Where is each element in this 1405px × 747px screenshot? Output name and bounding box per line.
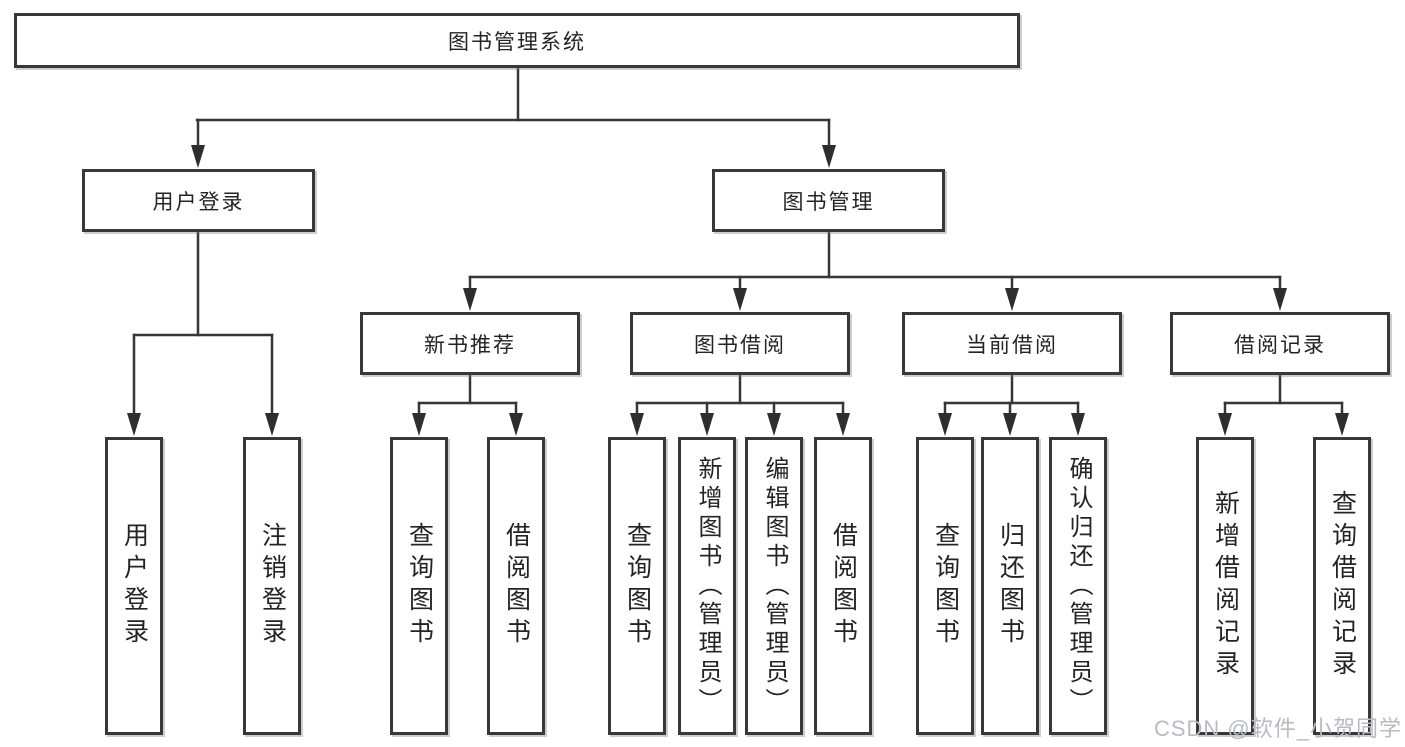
node-leaf-nb-query-book-label: 查询图书 bbox=[405, 522, 434, 650]
arrowhead-icon bbox=[1273, 288, 1287, 311]
node-borrow-record: 借阅记录 bbox=[1170, 312, 1390, 375]
node-root-label: 图书管理系统 bbox=[448, 30, 586, 54]
node-leaf-br-add-record-label: 新增借阅记录 bbox=[1211, 490, 1240, 682]
arrowhead-icon bbox=[509, 413, 523, 436]
node-leaf-br-add-record: 新增借阅记录 bbox=[1196, 437, 1254, 735]
node-current-borrow: 当前借阅 bbox=[902, 312, 1122, 375]
node-leaf-nb-borrow-book-label: 借阅图书 bbox=[502, 522, 531, 650]
node-book-management: 图书管理 bbox=[712, 169, 945, 232]
node-leaf-bb-query-book-label: 查询图书 bbox=[623, 522, 652, 650]
node-leaf-br-query-record: 查询借阅记录 bbox=[1313, 437, 1371, 735]
node-leaf-bb-borrow-book: 借阅图书 bbox=[814, 437, 872, 735]
node-book-borrow: 图书借阅 bbox=[630, 312, 850, 375]
arrowhead-icon bbox=[265, 413, 279, 436]
node-leaf-cb-query-book-label: 查询图书 bbox=[931, 522, 960, 650]
node-current-borrow-label: 当前借阅 bbox=[966, 333, 1058, 357]
node-leaf-logout-label: 注销登录 bbox=[258, 522, 287, 650]
arrowhead-icon bbox=[412, 413, 426, 436]
node-leaf-bb-query-book: 查询图书 bbox=[608, 437, 666, 735]
node-leaf-user-login-label: 用户登录 bbox=[120, 522, 149, 650]
arrowhead-icon bbox=[938, 413, 952, 436]
node-leaf-cb-confirm-return-admin: 确认归还（管理员） bbox=[1049, 437, 1107, 735]
arrowhead-icon bbox=[630, 413, 644, 436]
node-new-book-recommend-label: 新书推荐 bbox=[424, 333, 516, 357]
node-book-borrow-label: 图书借阅 bbox=[694, 333, 786, 357]
node-user-login: 用户登录 bbox=[82, 169, 315, 232]
arrowhead-icon bbox=[733, 288, 747, 311]
arrowhead-icon bbox=[767, 413, 781, 436]
node-user-login-label: 用户登录 bbox=[152, 190, 245, 214]
node-leaf-bb-edit-book-admin-label: 编辑图书（管理员） bbox=[761, 455, 788, 717]
arrowhead-icon bbox=[836, 413, 850, 436]
node-leaf-bb-add-book-admin-label: 新增图书（管理员） bbox=[694, 455, 721, 717]
arrowhead-icon bbox=[463, 288, 477, 311]
node-borrow-record-label: 借阅记录 bbox=[1234, 333, 1326, 357]
node-book-management-label: 图书管理 bbox=[782, 190, 875, 214]
node-leaf-bb-borrow-book-label: 借阅图书 bbox=[829, 522, 858, 650]
node-leaf-bb-edit-book-admin: 编辑图书（管理员） bbox=[745, 437, 803, 735]
node-leaf-cb-query-book: 查询图书 bbox=[916, 437, 974, 735]
node-leaf-nb-borrow-book: 借阅图书 bbox=[487, 437, 545, 735]
node-leaf-bb-add-book-admin: 新增图书（管理员） bbox=[678, 437, 736, 735]
node-leaf-logout: 注销登录 bbox=[243, 437, 301, 735]
arrowhead-icon bbox=[1003, 413, 1017, 436]
arrowhead-icon bbox=[822, 145, 836, 168]
node-leaf-nb-query-book: 查询图书 bbox=[390, 437, 448, 735]
node-leaf-user-login: 用户登录 bbox=[105, 437, 163, 735]
arrowhead-icon bbox=[1335, 413, 1349, 436]
csdn-watermark: CSDN @软件_小贺同学 bbox=[1153, 716, 1402, 741]
node-new-book-recommend: 新书推荐 bbox=[360, 312, 580, 375]
node-leaf-br-query-record-label: 查询借阅记录 bbox=[1328, 490, 1357, 682]
node-root: 图书管理系统 bbox=[14, 13, 1020, 68]
arrowhead-icon bbox=[191, 145, 205, 168]
arrowhead-icon bbox=[1218, 413, 1232, 436]
arrowhead-icon bbox=[127, 413, 141, 436]
node-leaf-cb-return-book: 归还图书 bbox=[981, 437, 1039, 735]
arrowhead-icon bbox=[1005, 288, 1019, 311]
node-leaf-cb-return-book-label: 归还图书 bbox=[996, 522, 1025, 650]
arrowhead-icon bbox=[1071, 413, 1085, 436]
node-leaf-cb-confirm-return-admin-label: 确认归还（管理员） bbox=[1065, 455, 1092, 717]
arrowhead-icon bbox=[700, 413, 714, 436]
